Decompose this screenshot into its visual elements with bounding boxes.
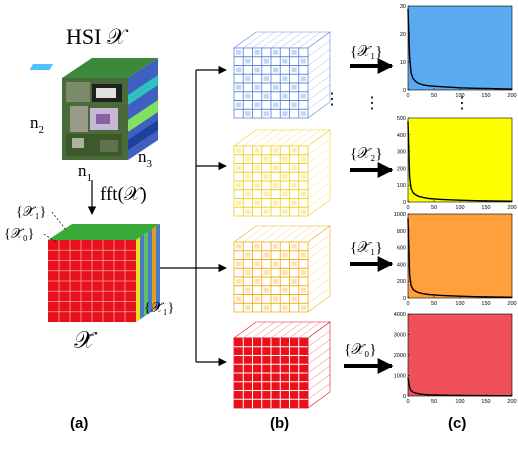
chart-2: 0 50 100 150 200 0 100 200 300 400 500 <box>397 116 517 211</box>
cube-b-4 <box>233 321 331 409</box>
arrow-label-group: {𝒳̄₁} {𝒳̄₂} {𝒳̄₁} {𝒳̄₀} ⋮ <box>344 44 394 374</box>
chart-2-xtick: 150 <box>481 205 490 211</box>
panel-label-a: (a) <box>70 415 88 432</box>
chart-4-ytick: 1000 <box>394 374 406 380</box>
chart-2-fill <box>408 118 512 202</box>
chart-2-ytick: 400 <box>397 133 406 139</box>
fft-label: fft(𝒳) <box>100 184 147 205</box>
chart-4-fill <box>408 314 512 396</box>
chart-2-xtick: 100 <box>455 205 464 211</box>
chart-1-curve <box>407 8 513 90</box>
chart-3-ytick: 600 <box>397 246 406 252</box>
chart-3-xtick: 150 <box>481 301 490 307</box>
chart-3: 0 50 100 150 200 0 200 400 600 800 1000 <box>394 212 517 307</box>
branch-connector <box>160 65 227 367</box>
chart-3-fill <box>408 214 512 298</box>
chart-3-ytick: 800 <box>397 229 406 235</box>
chart-4-ytick: 4000 <box>394 312 406 318</box>
chart-1-xtick: 50 <box>431 93 437 99</box>
chart-4-xtick: 200 <box>507 399 516 405</box>
hsi-title: HSI 𝒳 <box>66 24 129 49</box>
chart-3-xtick: 50 <box>431 301 437 307</box>
chart-1-ytick: 0 <box>403 88 406 94</box>
transformed-cube-top <box>48 224 160 240</box>
chart-2-curve <box>407 121 513 202</box>
chart-3-ytick: 200 <box>397 279 406 285</box>
arrow-label-3: {𝒳̄₁} <box>350 240 383 256</box>
cube-b-3 <box>233 225 331 313</box>
chart-1-ytick: 20 <box>400 32 406 38</box>
panel-label-c: (c) <box>448 415 466 432</box>
arrow-label-2: {𝒳̄₂} <box>350 146 383 162</box>
chart-4-ytick: 3000 <box>394 333 406 339</box>
chart-2-ytick: 0 <box>403 200 406 206</box>
chart-3-ytick: 400 <box>397 262 406 268</box>
chart-2-ytick: 300 <box>397 150 406 156</box>
chart-3-xtick: 100 <box>455 301 464 307</box>
chart-4-xtick: 150 <box>481 399 490 405</box>
panel-a: HSI 𝒳 n2 n1 n3 fft(𝒳) <box>4 24 174 432</box>
chart-1-ytick: 30 <box>400 4 406 10</box>
arrow-label-4: {𝒳̄₀} <box>344 342 377 358</box>
cube-b-1 <box>233 31 331 119</box>
chart-3-ytick: 0 <box>403 296 406 302</box>
chart-4-xtick: 0 <box>406 399 409 405</box>
dim-n3-label: n3 <box>138 147 153 170</box>
chart-4-curve <box>407 377 513 397</box>
chart-2-xtick: 200 <box>507 205 516 211</box>
chart-2-ytick: 500 <box>397 116 406 122</box>
chart-2-ytick: 200 <box>397 166 406 172</box>
panel-label-b: (b) <box>270 415 289 432</box>
chart-2-xtick: 50 <box>431 205 437 211</box>
ellipsis-b: ⋮ <box>324 91 340 108</box>
chart-3-xtick: 200 <box>507 301 516 307</box>
transformed-cube <box>48 224 160 322</box>
chart-3-xtick: 0 <box>406 301 409 307</box>
arrow-label-1: {𝒳̄₁} <box>350 44 383 60</box>
chart-1-fill <box>408 6 512 90</box>
chart-1-xtick: 0 <box>406 93 409 99</box>
chart-1-xtick: 150 <box>481 93 490 99</box>
dim-n2-label: n2 <box>30 113 44 136</box>
chart-3-ytick: 1000 <box>394 212 406 218</box>
chart-1: 0 50 100 150 200 0 10 20 30 <box>400 4 517 99</box>
hsi-cube <box>29 58 158 160</box>
slice-label-first: {𝒳̄₁} <box>16 205 46 220</box>
chart-4-xtick: 100 <box>455 399 464 405</box>
chart-2-xtick: 0 <box>406 205 409 211</box>
chart-4-ytick: 0 <box>403 394 406 400</box>
hsi-cube-top <box>62 58 158 78</box>
chart-2-ytick: 100 <box>397 183 406 189</box>
cube-b-2 <box>233 129 331 217</box>
panel-b <box>233 31 331 409</box>
transformed-label: 𝒳̄ <box>74 328 98 354</box>
ellipsis-c: ⋮ <box>454 95 470 112</box>
chart-3-curve <box>407 218 513 298</box>
chart-4-xtick: 50 <box>431 399 437 405</box>
slice-label-right: {𝒳̄₁} <box>144 301 174 316</box>
dim-n1-label: n1 <box>78 161 92 184</box>
chart-1-xtick: 200 <box>507 93 516 99</box>
ellipsis-mid: ⋮ <box>364 95 380 112</box>
slice-label-zero: {𝒳̄₀} <box>4 227 34 242</box>
chart-4-ytick: 2000 <box>394 353 406 359</box>
chart-1-ytick: 10 <box>400 60 406 66</box>
chart-1-xtick: 100 <box>455 93 464 99</box>
